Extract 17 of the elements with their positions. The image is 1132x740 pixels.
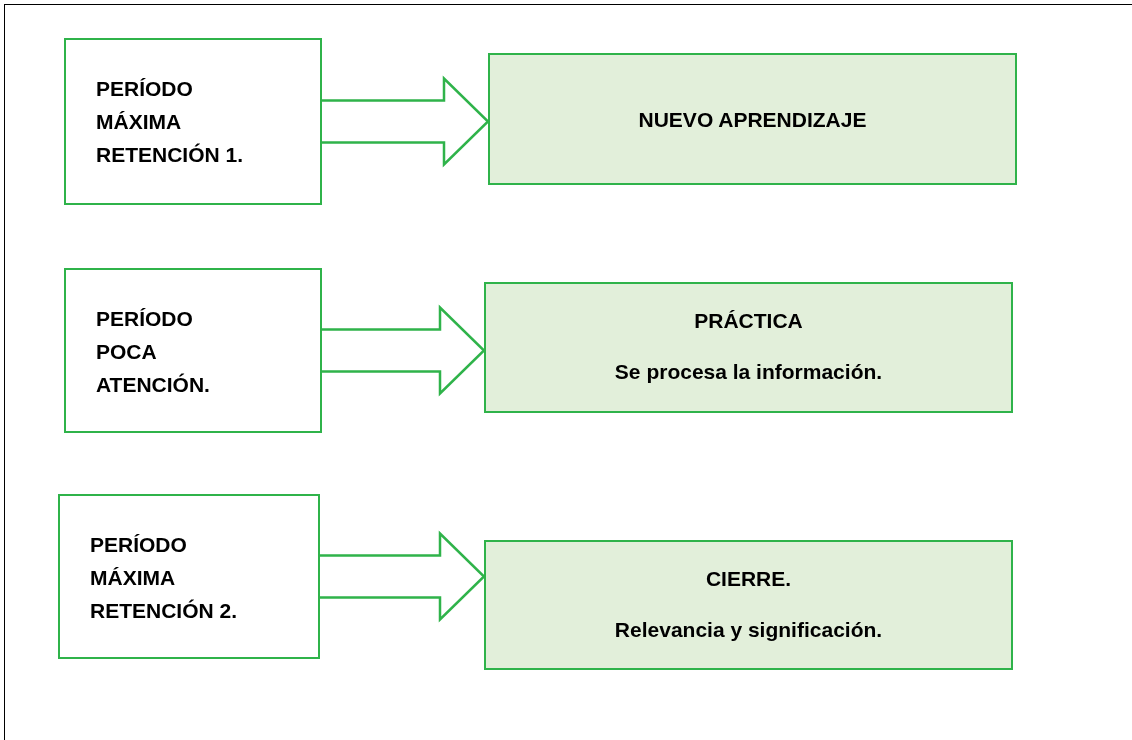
period-label: PERÍODO MÁXIMA RETENCIÓN 2. <box>90 532 239 624</box>
stage-box <box>484 540 1013 670</box>
stage-box <box>484 282 1013 413</box>
period-label: PERÍODO POCA ATENCIÓN. <box>96 306 211 398</box>
period-box <box>58 494 320 659</box>
block-arrow <box>320 304 486 397</box>
stage-box <box>488 53 1017 185</box>
period-label: PERÍODO MÁXIMA RETENCIÓN 1. <box>96 76 245 168</box>
period-box <box>64 268 322 433</box>
stage-title: PRÁCTICA <box>694 308 803 334</box>
period-box <box>64 38 322 205</box>
stage-title: NUEVO APRENDIZAJE <box>638 106 867 133</box>
block-arrow <box>318 530 486 623</box>
stage-description: Relevancia y significación. <box>614 617 883 643</box>
stage-title: CIERRE. <box>705 566 792 592</box>
block-arrow <box>320 75 490 168</box>
stage-description: Se procesa la información. <box>614 359 883 385</box>
